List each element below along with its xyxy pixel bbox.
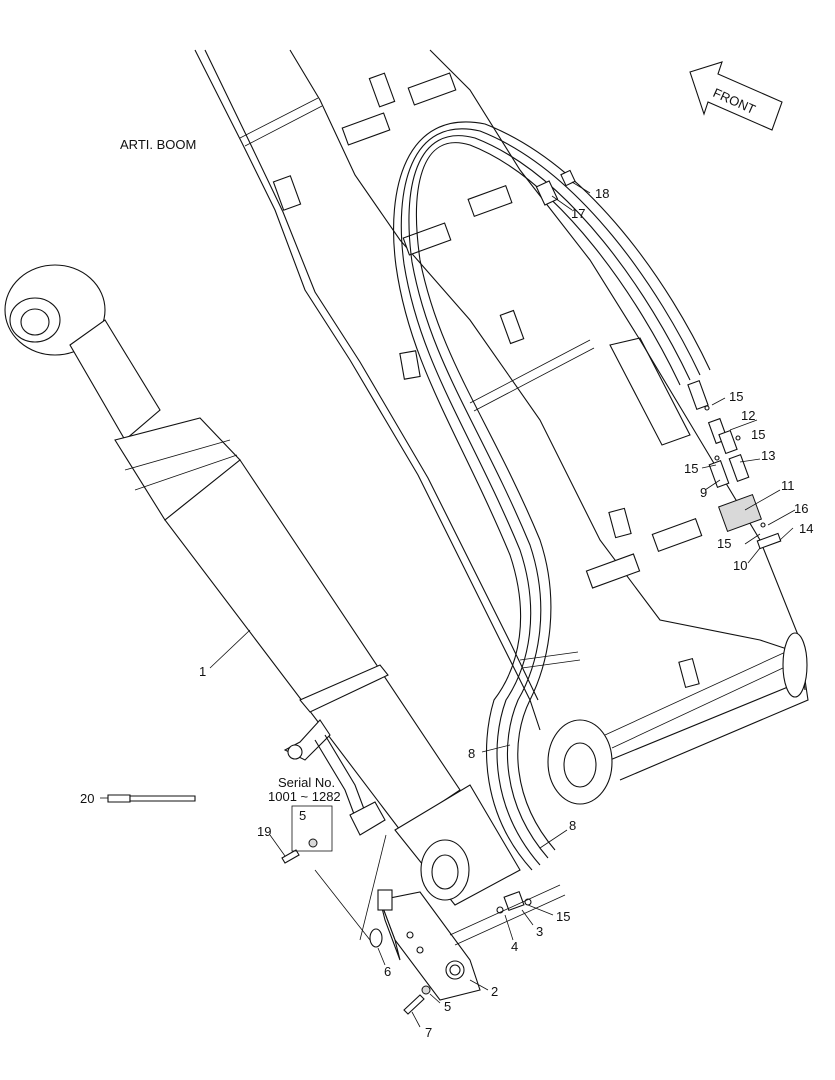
- part-label-15-c: 15: [684, 461, 698, 476]
- small-parts: [107, 794, 431, 1015]
- part-label-14: 14: [799, 521, 813, 536]
- serial-note-line1: Serial No.: [278, 775, 335, 790]
- part-label-15-d: 15: [717, 536, 731, 551]
- arm-boom: [194, 49, 809, 805]
- part-label-19: 19: [257, 824, 271, 839]
- part-label-13: 13: [761, 448, 775, 463]
- boom-cylinder: [4, 264, 521, 906]
- part-label-18: 18: [595, 186, 609, 201]
- part-label-8-lower: 8: [569, 818, 576, 833]
- part-label-20: 20: [80, 791, 94, 806]
- diagram-title: ARTI. BOOM: [120, 137, 196, 152]
- serial-note-box: [291, 805, 333, 852]
- part-label-3: 3: [536, 924, 543, 939]
- front-arrow-icon: FRONT: [689, 61, 783, 131]
- part-label-10: 10: [733, 558, 747, 573]
- part-label-5-serial: 5: [299, 808, 306, 823]
- leader-lines: [100, 181, 796, 1028]
- part-label-7: 7: [425, 1025, 432, 1040]
- part-label-1: 1: [199, 664, 206, 679]
- hose-fittings-group: [687, 380, 782, 550]
- part-label-15-b: 15: [751, 427, 765, 442]
- part-label-4: 4: [511, 939, 518, 954]
- part-label-6: 6: [384, 964, 391, 979]
- part-label-15-a: 15: [729, 389, 743, 404]
- part-label-15-e: 15: [556, 909, 570, 924]
- valve-fittings: [449, 884, 566, 946]
- part-label-5: 5: [444, 999, 451, 1014]
- hose-clamp: [535, 169, 576, 206]
- part-labels: 1 2 3 4 5 5 6 7 8 8 9 10 11 12 13 14 15 …: [80, 186, 813, 1040]
- part-label-12: 12: [741, 408, 755, 423]
- part-label-11: 11: [781, 478, 795, 493]
- part-label-16: 16: [794, 501, 808, 516]
- serial-note-line2: 1001 ~ 1282: [268, 789, 341, 804]
- part-label-9: 9: [700, 485, 707, 500]
- part-label-17: 17: [571, 206, 585, 221]
- part-label-2: 2: [491, 984, 498, 999]
- safety-valve-block: [377, 889, 481, 1001]
- part-label-8-upper: 8: [468, 746, 475, 761]
